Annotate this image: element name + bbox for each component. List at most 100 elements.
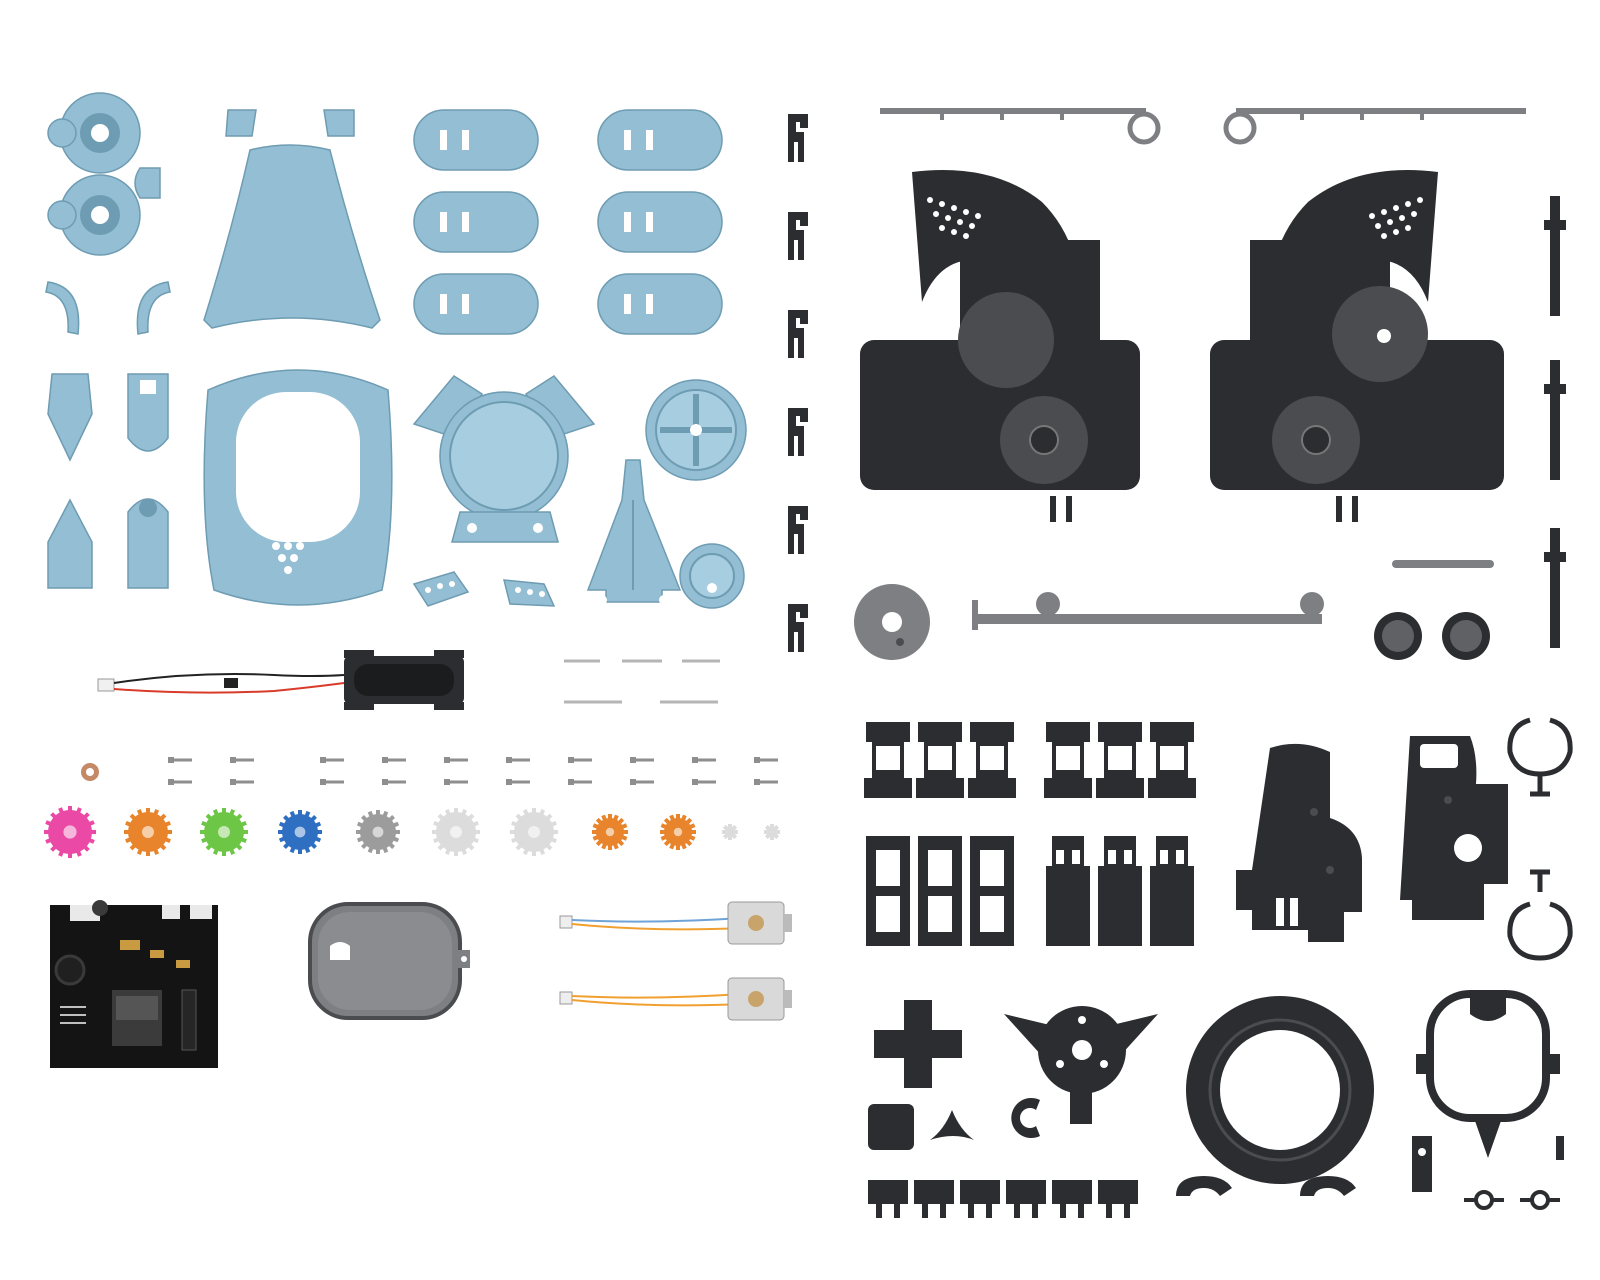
blue-leg-top: [127, 373, 169, 452]
dark-side-clip: [788, 604, 808, 652]
screw-icon: [168, 779, 192, 785]
bracket-icon: [970, 836, 1014, 946]
dark-small-block: [914, 1180, 954, 1218]
screw-icon: [630, 779, 654, 785]
housing-left: [860, 170, 1140, 522]
housing-right: [1210, 170, 1504, 522]
dark-small-blocks: [868, 1180, 1138, 1218]
gear-icon: [278, 810, 322, 854]
dark-side-clip: [788, 212, 808, 260]
gear-icon: [44, 806, 96, 858]
gray-rods: [880, 108, 1526, 145]
gray-knob-right: [1442, 612, 1490, 660]
display-panel: [308, 902, 470, 1020]
gear-icon: [592, 814, 628, 850]
dark-side-clips: [788, 114, 808, 652]
screw-icon: [444, 779, 468, 785]
vent-holes: [927, 197, 981, 239]
vent-holes: [1369, 197, 1423, 239]
screw-icon: [168, 757, 192, 763]
bracket-icon: [968, 722, 1016, 798]
blue-arc-left: [45, 281, 80, 335]
gray-small-bar: [1392, 560, 1494, 568]
dark-ring-pins: [1464, 1190, 1560, 1210]
screw-icon: [320, 779, 344, 785]
blue-limb-cover: [413, 191, 539, 253]
dark-cross-joint: [874, 1000, 962, 1088]
screw-icon: [630, 757, 654, 763]
dark-plates: [1236, 717, 1573, 961]
washer: [81, 763, 99, 781]
gray-knob-left: [1374, 612, 1422, 660]
motors: [559, 901, 792, 1021]
screw-icon: [230, 779, 254, 785]
blue-limb-cover: [597, 109, 723, 171]
screw-icon: [692, 779, 716, 785]
screw-icon: [506, 779, 530, 785]
blue-arc-right: [136, 281, 171, 335]
bracket-icon: [916, 722, 964, 798]
rod-right: [1223, 108, 1526, 145]
dark-side-clip: [788, 506, 808, 554]
screw-icon: [754, 757, 778, 763]
gear-icon: [660, 814, 696, 850]
dark-face-frame: [1416, 990, 1560, 1158]
control-board: [50, 900, 218, 1068]
screw-icon: [444, 757, 468, 763]
blue-joint-top: [47, 92, 141, 174]
dark-tri-mount: [1004, 1006, 1158, 1124]
dark-side-clip: [788, 114, 808, 162]
screw-icon: [382, 779, 406, 785]
blue-clip-right: [503, 579, 556, 607]
bracket-icon: [866, 836, 910, 946]
dark-plate-left: [1236, 743, 1362, 942]
blue-fin-top: [47, 373, 93, 462]
gray-disc: [854, 584, 930, 660]
rod-left: [880, 108, 1161, 145]
blue-leg-bottom: [127, 498, 169, 589]
bracket-icon: [1098, 836, 1142, 946]
dark-square-block: [868, 1104, 914, 1150]
battery-holder: [97, 650, 464, 710]
gray-link-bar: [972, 592, 1324, 630]
blue-head-cover: [203, 144, 381, 329]
dark-c-clip: [1011, 1098, 1040, 1138]
gear-icon: [764, 824, 780, 840]
screw-icon: [692, 757, 716, 763]
dark-brackets: [864, 722, 1196, 946]
blue-joint-bottom: [47, 174, 141, 256]
bracket-icon: [1150, 836, 1194, 946]
motor-1: [559, 901, 792, 945]
dark-body-housings: [860, 170, 1504, 522]
gear-icon: [124, 808, 172, 856]
dark-ring-bearing: [1186, 996, 1374, 1184]
dark-hooks: [1176, 1176, 1356, 1196]
blue-small-cap: [134, 167, 161, 199]
blue-ear-right: [323, 109, 355, 137]
gears: [44, 806, 780, 858]
gear-icon: [432, 808, 480, 856]
dark-claw-bottom: [1507, 869, 1573, 961]
screw-icon: [230, 757, 254, 763]
dark-bottom-parts: [868, 990, 1564, 1218]
dark-small-block: [1098, 1180, 1138, 1218]
blue-limb-cover: [413, 273, 539, 335]
blue-fin-bottom: [47, 498, 93, 589]
bracket-icon: [864, 722, 912, 798]
screw-icon: [754, 779, 778, 785]
blue-shell-parts: [45, 92, 747, 609]
dark-plate-right: [1400, 736, 1508, 920]
dark-small-block: [960, 1180, 1000, 1218]
battery-case: [344, 650, 464, 710]
blue-round-disc: [645, 379, 747, 481]
screw-icon: [382, 757, 406, 763]
blue-ear-left: [225, 109, 257, 137]
face-dots: [272, 542, 304, 574]
dark-side-clip: [788, 408, 808, 456]
bracket-icon: [918, 836, 962, 946]
blue-limb-cover: [413, 109, 539, 171]
dark-small-post: [1412, 1136, 1432, 1192]
screws: [81, 757, 778, 785]
dark-small-block: [1052, 1180, 1092, 1218]
